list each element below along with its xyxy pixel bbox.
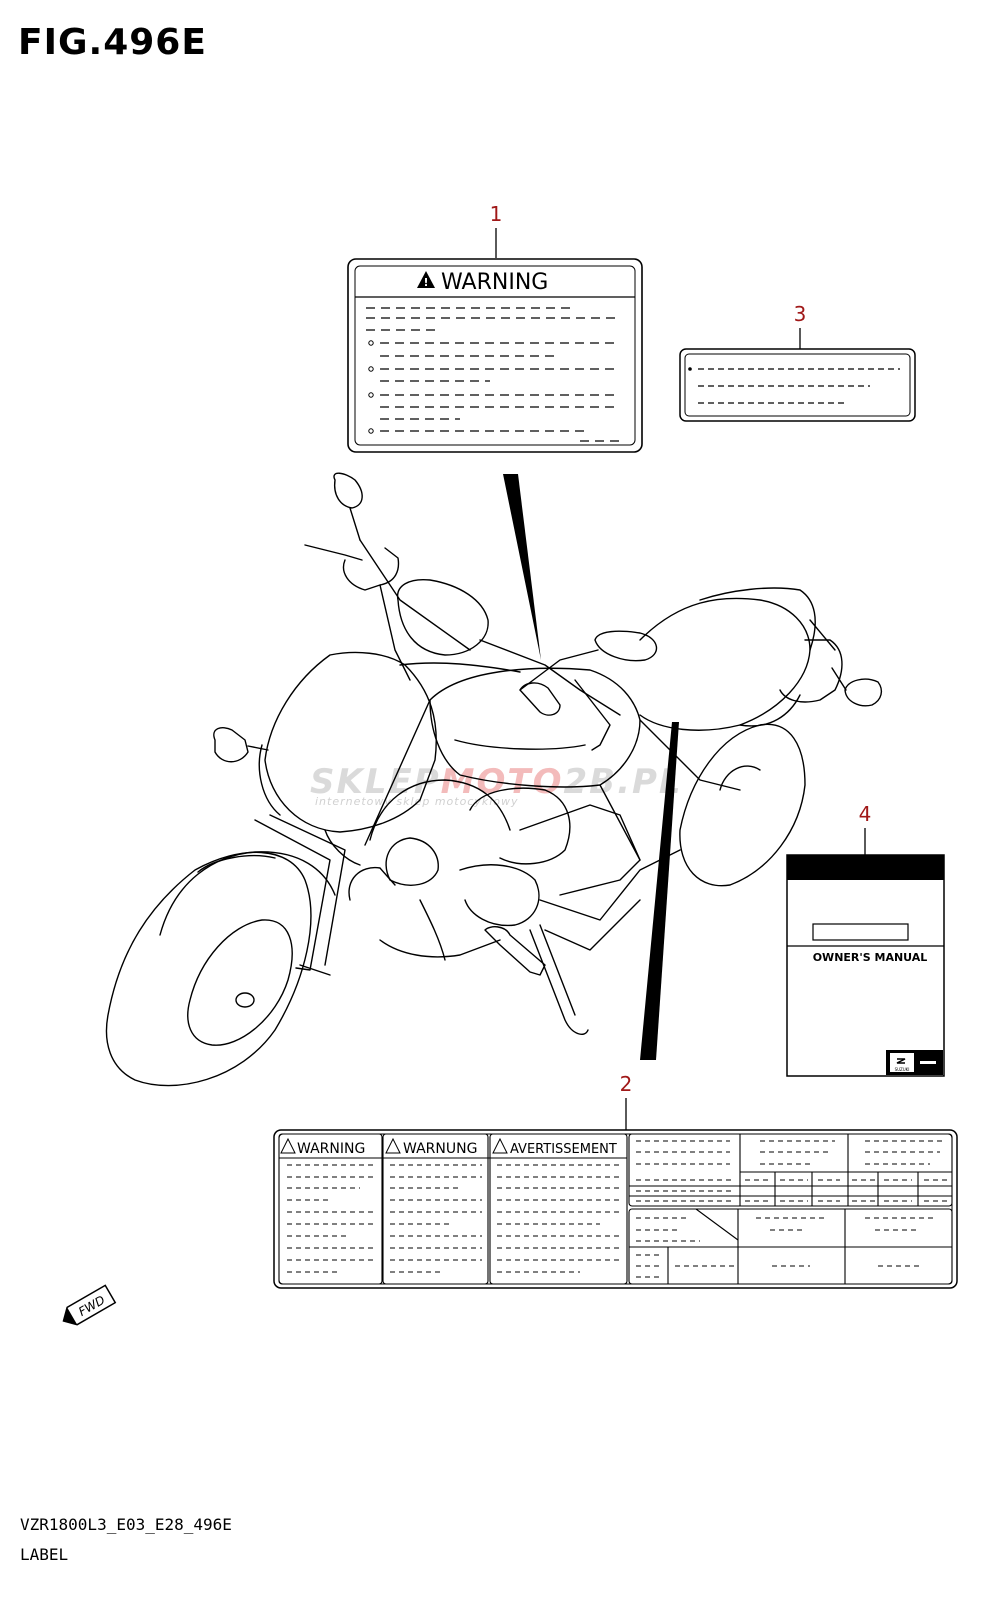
- suzuki-logo-icon: [896, 1058, 906, 1064]
- col2-heading: WARNUNG: [403, 1141, 477, 1157]
- warning-heading: WARNING: [441, 270, 548, 295]
- fwd-direction-badge: FWD: [62, 1284, 117, 1326]
- warning-text-lines: [366, 307, 625, 442]
- col3-heading: AVERTISSEMENT: [510, 1142, 617, 1157]
- owners-manual-title: OWNER'S MANUAL: [813, 951, 928, 964]
- watermark-subtitle: internetowy sklep motocyklowy: [315, 795, 519, 808]
- pointer-label-2: [640, 722, 679, 1060]
- pointer-label-1: [503, 474, 541, 660]
- callout-1: 1: [490, 202, 503, 226]
- part-3-label[interactable]: 3: [679, 302, 916, 422]
- part-4-owners-manual[interactable]: 4 OWNER'S MANUAL SUZUKI: [786, 802, 945, 1077]
- watermark: SKLEPMOTO2B.PL: [310, 762, 683, 802]
- callout-4: 4: [859, 802, 872, 826]
- part-2-multilanguage-label[interactable]: 2 WARNING WARNUNG AVERTISSEMENT: [273, 1072, 958, 1289]
- part-1-warning-label[interactable]: 1 ! WARNING: [347, 202, 643, 453]
- callout-2: 2: [620, 1072, 633, 1096]
- warning-triangle-icon: [417, 271, 435, 288]
- diagram-code: VZR1800L3_E03_E28_496E: [20, 1515, 232, 1534]
- svg-text:!: !: [423, 276, 428, 289]
- col1-heading: WARNING: [297, 1141, 365, 1157]
- diagram-name: LABEL: [20, 1545, 69, 1564]
- owners-manual-brand: SUZUKI: [895, 1067, 910, 1072]
- motorcycle-illustration: [105, 472, 883, 1087]
- callout-3: 3: [794, 302, 807, 326]
- figure-title: FIG.496E: [18, 22, 207, 63]
